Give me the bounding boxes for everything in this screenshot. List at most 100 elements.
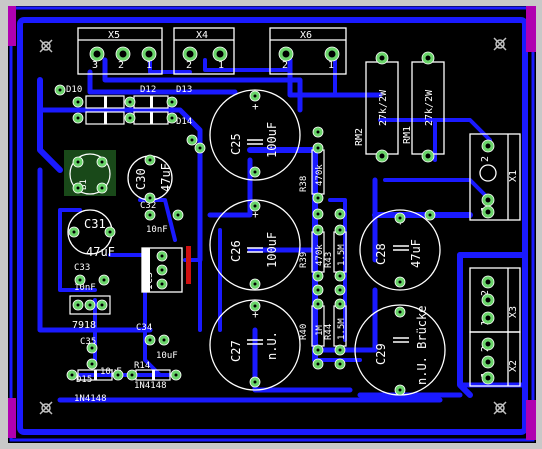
drill-hole	[398, 216, 402, 220]
cap-labels: C25 100uF C26 100uF C27 n.U. C28 47uF C2…	[84, 122, 429, 385]
r44-value: 1.5M	[337, 318, 347, 340]
ground-ring	[17, 17, 528, 435]
drill-hole	[316, 274, 320, 278]
drill-hole	[116, 373, 120, 377]
c30-ref: C30	[134, 168, 148, 190]
drill-hole	[170, 116, 174, 120]
c27-value: n.U.	[265, 331, 279, 360]
c28-value: 47uF	[409, 239, 423, 268]
drill-hole	[316, 288, 320, 292]
c29-value: n.U. Brücke	[415, 306, 429, 385]
drill-hole	[425, 55, 431, 61]
svg-text:+: +	[252, 100, 259, 113]
drill-hole	[88, 303, 92, 307]
corner-mark-br	[526, 400, 536, 440]
c28-ref: C28	[374, 243, 388, 265]
drill-hole	[485, 279, 491, 285]
x6-pin-1: 1	[328, 60, 334, 71]
x4-outline	[173, 27, 235, 75]
drill-hole	[485, 341, 491, 347]
c26-value: 100uF	[265, 232, 279, 268]
svg-text:+: +	[252, 308, 259, 321]
drill-hole	[485, 297, 491, 303]
c34-ref: C34	[136, 323, 152, 333]
d15-ref: D15	[76, 375, 92, 385]
drill-hole	[102, 278, 106, 282]
r40-ref: R40	[299, 324, 309, 340]
drill-hole	[338, 348, 342, 352]
x4-ref: X4	[196, 30, 208, 41]
drill-hole	[316, 348, 320, 352]
drill-hole	[216, 50, 224, 58]
drill-hole	[316, 130, 320, 134]
drill-hole	[316, 302, 320, 306]
d10-ref: D10	[66, 85, 82, 95]
drill-hole	[72, 230, 76, 234]
drill-hole	[190, 138, 194, 142]
drill-hole	[338, 362, 342, 366]
mount-hole-tr	[493, 37, 507, 51]
drill-hole	[176, 213, 180, 217]
x2-outline	[469, 331, 521, 387]
c33-value: 10nF	[74, 283, 96, 293]
drill-hole	[425, 153, 431, 159]
drill-hole	[148, 213, 152, 217]
drill-hole	[100, 303, 104, 307]
drill-hole	[76, 186, 80, 190]
r39-value: 470k	[315, 244, 325, 266]
drill-hole	[485, 315, 491, 321]
drill-hole	[338, 228, 342, 232]
c31-ref: C31	[84, 217, 106, 231]
drill-hole	[148, 196, 152, 200]
drill-hole	[398, 388, 402, 392]
x6-pin-2: 2	[282, 60, 288, 71]
x5-ref: X5	[108, 30, 120, 41]
drill-hole	[338, 212, 342, 216]
drill-hole	[428, 213, 432, 217]
c34-value: 10uF	[156, 351, 178, 361]
b1-zone	[64, 150, 116, 196]
drill-hole	[316, 146, 320, 150]
mount-hole-br	[493, 401, 507, 415]
r43-value: 1.5M	[337, 244, 347, 266]
drill-hole	[253, 204, 257, 208]
drill-hole	[253, 304, 257, 308]
diode-labels: D10 D12 D13 D14 D15 1N4148 1N4148 R14	[66, 85, 192, 404]
rm2-value: 27k/2W	[378, 89, 389, 126]
x3-pin-2: 2	[480, 290, 491, 296]
r38-ref: R38	[299, 176, 309, 192]
diode-cathode-bars	[94, 96, 155, 380]
small-cap-labels: C32 10nF C33 10nF C34 10uF C35 10uF	[74, 201, 178, 377]
drill-hole	[316, 196, 320, 200]
r44-ref: R44	[324, 324, 334, 340]
ic3-tab	[142, 248, 150, 292]
b1-ref: B1	[79, 179, 89, 190]
drill-hole	[316, 212, 320, 216]
x6-ref: X6	[300, 30, 312, 41]
drill-hole	[119, 50, 127, 58]
drill-hole	[162, 338, 166, 342]
drill-hole	[100, 160, 104, 164]
drill-hole	[338, 302, 342, 306]
x5-pin-1: 1	[146, 60, 152, 71]
d12-ref: D12	[140, 85, 156, 95]
drill-hole	[108, 230, 112, 234]
drill-hole	[338, 274, 342, 278]
drill-hole	[398, 310, 402, 314]
x1-outline	[469, 133, 521, 221]
x6-outline	[269, 27, 347, 75]
x5-pin-3: 3	[92, 60, 98, 71]
x4-pin-1: 1	[218, 60, 224, 71]
r43-ref: R43	[324, 252, 334, 268]
x5-outline	[77, 27, 163, 75]
drill-hole	[485, 197, 491, 203]
drill-hole	[282, 50, 290, 58]
drill-hole	[93, 50, 101, 58]
drill-hole	[316, 228, 320, 232]
power-resistor-labels: RM2 27k/2W RM1 27k/2W	[354, 89, 435, 146]
c35-value: 10uF	[100, 367, 122, 377]
r39-ref: R39	[299, 252, 309, 268]
c30-value: 47uF	[159, 163, 173, 192]
drill-hole	[160, 268, 164, 272]
d14-ref: D14	[176, 117, 192, 127]
